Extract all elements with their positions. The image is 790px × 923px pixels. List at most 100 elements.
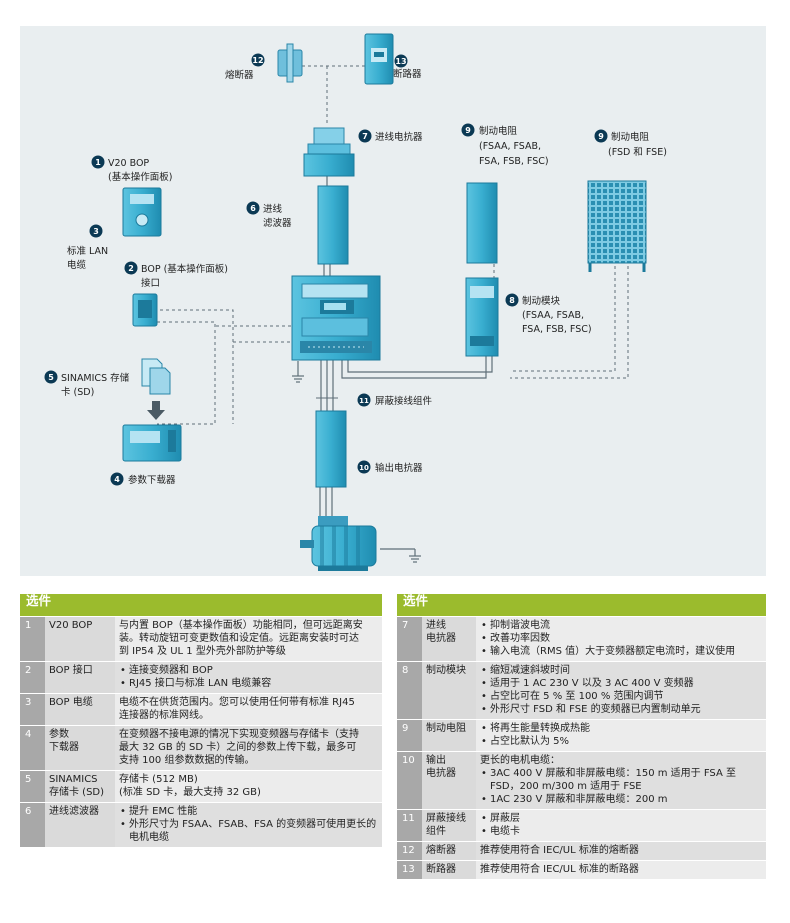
option-description: 连接变频器和 BOPRJ45 接口与标准 LAN 电缆兼容 bbox=[115, 661, 382, 694]
label-8-line2: (FSAA, FSAB, bbox=[522, 310, 584, 321]
bullet-list: 3AC 400 V 屏蔽和非屏蔽电缆：150 m 适用于 FSA 至 FSD，2… bbox=[480, 767, 762, 806]
description-line: 到 IP54 及 UL 1 型外壳外部防护等级 bbox=[119, 646, 286, 657]
table-header: 选件 bbox=[20, 594, 382, 617]
badge-5 bbox=[44, 370, 58, 384]
description-line: 连接器的标准网线。 bbox=[119, 710, 209, 721]
option-name: 输出电抗器 bbox=[422, 751, 476, 810]
option-description: 与内置 BOP（基本操作面板）功能相同，但可远距离安装。转动旋钮可变更数值和设定… bbox=[115, 616, 382, 662]
bullet-item: 适用于 1 AC 230 V 以及 3 AC 400 V 变频器 bbox=[481, 677, 762, 690]
badge-4 bbox=[110, 472, 124, 486]
braking-resistor-large-device bbox=[587, 180, 647, 272]
row-number: 3 bbox=[20, 693, 45, 726]
option-name-line: 进线 bbox=[426, 620, 446, 631]
option-description: 更长的电机电缆：3AC 400 V 屏蔽和非屏蔽电缆：150 m 适用于 FSA… bbox=[476, 751, 766, 810]
row-number: 9 bbox=[397, 719, 422, 752]
inverter-device bbox=[291, 275, 381, 361]
label-13: 断路器 bbox=[393, 68, 422, 80]
row-number: 11 bbox=[397, 809, 422, 842]
fuse-device bbox=[277, 43, 303, 83]
bullet-item: 3AC 400 V 屏蔽和非屏蔽电缆：150 m 适用于 FSA 至 FSD，2… bbox=[481, 767, 762, 793]
badge-12 bbox=[251, 53, 265, 67]
bullet-item: 电缆卡 bbox=[481, 825, 762, 838]
bullet-item: RJ45 接口与标准 LAN 电缆兼容 bbox=[120, 677, 378, 690]
option-name: BOP 接口 bbox=[45, 661, 115, 694]
bop-interface-device bbox=[132, 293, 158, 327]
option-name-line: 电抗器 bbox=[426, 633, 456, 644]
description-line: 推荐使用符合 IEC/UL 标准的熔断器 bbox=[480, 845, 639, 856]
option-name: 制动电阻 bbox=[422, 719, 476, 752]
sd-card-device bbox=[141, 358, 171, 420]
bullet-list: 连接变频器和 BOPRJ45 接口与标准 LAN 电缆兼容 bbox=[119, 664, 378, 690]
option-description: 存储卡 (512 MB) (标准 SD 卡，最大支持 32 GB) bbox=[115, 770, 382, 803]
label-6-line2: 滤波器 bbox=[263, 217, 292, 229]
braking-resistor-small-device bbox=[466, 182, 498, 264]
svg-text:4: 4 bbox=[114, 475, 120, 484]
power-cables bbox=[292, 174, 493, 563]
option-name: 断路器 bbox=[422, 860, 476, 880]
option-name-line: BOP 电缆 bbox=[49, 697, 93, 708]
option-name: 熔断器 bbox=[422, 841, 476, 861]
svg-text:5: 5 bbox=[48, 373, 54, 382]
badge-1 bbox=[91, 155, 105, 169]
option-name-line: 参数 bbox=[49, 729, 69, 740]
badge-10 bbox=[357, 460, 371, 474]
option-name-line: 断路器 bbox=[426, 864, 456, 875]
row-number: 8 bbox=[397, 661, 422, 720]
row-number: 5 bbox=[20, 770, 45, 803]
option-description: 推荐使用符合 IEC/UL 标准的熔断器 bbox=[476, 841, 766, 861]
svg-text:8: 8 bbox=[509, 296, 515, 305]
option-name-line: 进线滤波器 bbox=[49, 806, 99, 817]
option-description: 推荐使用符合 IEC/UL 标准的断路器 bbox=[476, 860, 766, 880]
label-2-title: BOP (基本操作面板) bbox=[141, 263, 228, 275]
description-line: 存储卡 (512 MB) bbox=[119, 774, 198, 785]
table-row: 13 断路器 推荐使用符合 IEC/UL 标准的断路器 bbox=[397, 860, 766, 880]
option-description: 抑制谐波电流改善功率因数输入电流（RMS 值）大于变频器额定电流时，建议使用 bbox=[476, 616, 766, 662]
svg-text:9: 9 bbox=[598, 132, 604, 141]
motor-device bbox=[300, 516, 377, 571]
table-row: 12 熔断器 推荐使用符合 IEC/UL 标准的熔断器 bbox=[397, 841, 766, 861]
braking-module-device bbox=[465, 277, 499, 357]
svg-text:7: 7 bbox=[362, 132, 368, 141]
bullet-item: 1AC 230 V 屏蔽和非屏蔽电缆：200 m bbox=[481, 793, 762, 806]
label-9b-title: 制动电阻 bbox=[611, 131, 650, 143]
row-number: 4 bbox=[20, 725, 45, 771]
bullet-item: 输入电流（RMS 值）大于变频器额定电流时，建议使用 bbox=[481, 645, 762, 658]
row-number: 13 bbox=[397, 860, 422, 880]
description-line: 与内置 BOP（基本操作面板）功能相同，但可远距离安 bbox=[119, 620, 363, 631]
row-number: 1 bbox=[20, 616, 45, 662]
label-5-line1: SINAMICS 存储 bbox=[61, 372, 130, 384]
bullet-list: 将再生能量转换成热能占空比默认为 5% bbox=[480, 722, 762, 748]
option-name-line: 输出 bbox=[426, 755, 446, 766]
option-description: 提升 EMC 性能外形尺寸为 FSAA、FSAB、FSA 的变频器可使用更长的电… bbox=[115, 802, 382, 848]
row-number: 12 bbox=[397, 841, 422, 861]
description-line: 支持 100 组参数数据的传输。 bbox=[119, 755, 255, 766]
label-11: 屏蔽接线组件 bbox=[375, 395, 433, 407]
label-5-line2: 卡 (SD) bbox=[61, 386, 94, 398]
label-4: 参数下载器 bbox=[128, 474, 176, 486]
description-line: 最大 32 GB 的 SD 卡）之间的参数上传下载，最多可 bbox=[119, 742, 357, 753]
option-name-line: 电抗器 bbox=[426, 768, 456, 779]
table-header: 选件 bbox=[397, 594, 766, 617]
bullet-item: 将再生能量转换成热能 bbox=[481, 722, 762, 735]
option-name-line: 制动模块 bbox=[426, 665, 466, 676]
table-row: 11屏蔽接线组件屏蔽层电缆卡 bbox=[397, 809, 766, 842]
label-12: 熔断器 bbox=[225, 69, 254, 81]
label-1-sub: (基本操作面板) bbox=[108, 171, 172, 183]
description-line: 推荐使用符合 IEC/UL 标准的断路器 bbox=[480, 864, 639, 875]
label-3-line1: 标准 LAN bbox=[67, 245, 108, 257]
description-line: 装。转动旋钮可变更数值和设定值。远距离安装时可达 bbox=[119, 633, 359, 644]
circuit-breaker-device bbox=[364, 33, 394, 85]
badge-9b bbox=[594, 129, 608, 143]
option-name-line: 熔断器 bbox=[426, 845, 456, 856]
description-line: (标准 SD 卡，最大支持 32 GB) bbox=[119, 787, 261, 798]
label-3-line2: 电缆 bbox=[67, 259, 87, 271]
option-name-line: 组件 bbox=[426, 826, 446, 837]
option-name: BOP 电缆 bbox=[45, 693, 115, 726]
description-line: 在变频器不接电源的情况下实现变频器与存储卡（支持 bbox=[119, 729, 359, 740]
badge-3 bbox=[89, 224, 103, 238]
option-name: 屏蔽接线组件 bbox=[422, 809, 476, 842]
